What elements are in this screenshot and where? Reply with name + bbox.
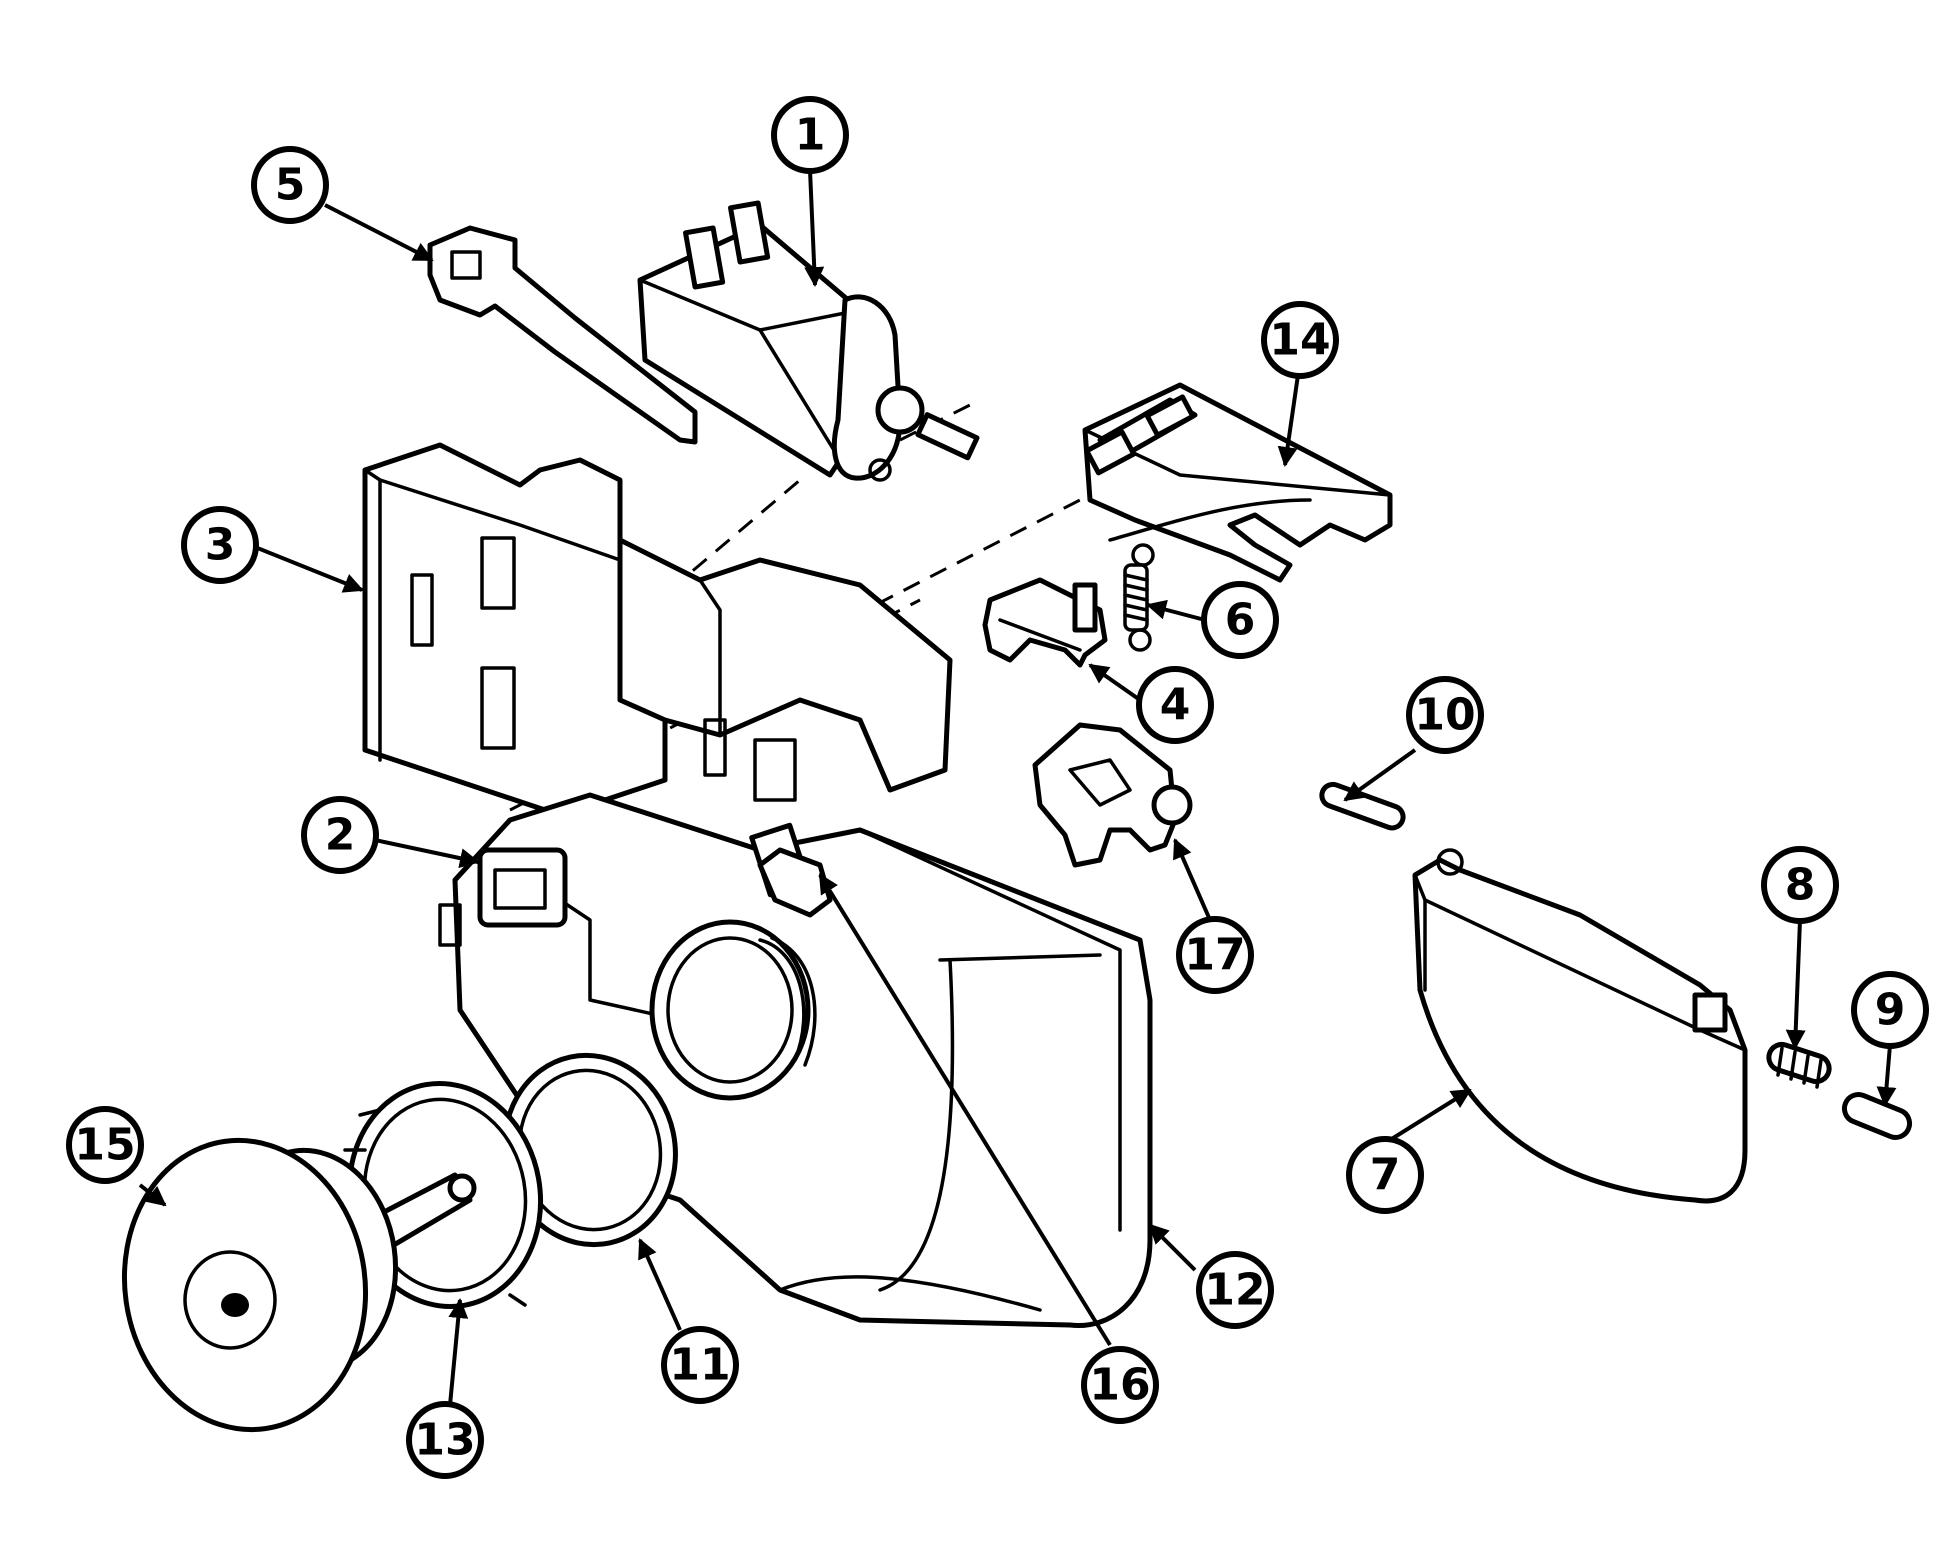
part-5-lever <box>427 225 698 445</box>
part-8-spring <box>1766 1041 1832 1089</box>
part-16-tab <box>757 847 833 918</box>
callout-10: 10 <box>1406 676 1484 754</box>
callout-1-number: 1 <box>795 110 826 161</box>
callout-6: 6 <box>1201 581 1279 659</box>
callout-8: 8 <box>1761 846 1839 924</box>
callout-5-number: 5 <box>275 160 306 211</box>
callout-15-number: 15 <box>74 1120 135 1171</box>
part-10-pin <box>1319 781 1406 831</box>
callout-13-number: 13 <box>414 1415 475 1466</box>
part-12-housing <box>438 792 1153 1329</box>
callout-6-number: 6 <box>1225 595 1256 646</box>
callout-11-number: 11 <box>669 1340 730 1391</box>
callout-11: 11 <box>661 1326 739 1404</box>
callout-17: 17 <box>1176 916 1254 994</box>
callout-7-number: 7 <box>1370 1150 1401 1201</box>
callout-8-number: 8 <box>1785 860 1816 911</box>
callout-10-number: 10 <box>1414 690 1475 741</box>
callout-12: 12 <box>1196 1251 1274 1329</box>
callout-3-number: 3 <box>205 520 236 571</box>
callout-1: 1 <box>771 96 849 174</box>
callout-16-number: 16 <box>1089 1360 1150 1411</box>
callout-7: 7 <box>1346 1136 1424 1214</box>
callout-3: 3 <box>181 506 259 584</box>
callout-4: 4 <box>1136 666 1214 744</box>
callout-2: 2 <box>301 796 379 874</box>
leader-lines <box>138 169 1897 1406</box>
callout-5: 5 <box>251 146 329 224</box>
part-17-cam <box>1032 722 1193 868</box>
part-3-mounting-plate <box>362 442 953 818</box>
part-1-switch <box>637 200 980 482</box>
part-9-pin <box>1841 1092 1913 1140</box>
callout-13: 13 <box>406 1401 484 1479</box>
callouts: 1 2 3 4 5 6 7 8 <box>66 96 1929 1479</box>
part-4-clip <box>982 577 1108 668</box>
callout-2-number: 2 <box>325 810 356 861</box>
callout-12-number: 12 <box>1204 1265 1265 1316</box>
callout-16: 16 <box>1081 1346 1159 1424</box>
callout-9: 9 <box>1851 971 1929 1049</box>
callout-17-number: 17 <box>1184 930 1245 981</box>
callout-9-number: 9 <box>1875 985 1906 1036</box>
callout-4-number: 4 <box>1160 680 1191 731</box>
part-7-cover <box>1412 848 1748 1204</box>
callout-14: 14 <box>1261 301 1339 379</box>
part-14-bracket <box>1082 382 1393 583</box>
callout-14-number: 14 <box>1269 315 1330 366</box>
part-6-spring <box>1123 543 1155 652</box>
callout-15: 15 <box>66 1106 144 1184</box>
part-15-knob <box>121 1137 477 1433</box>
